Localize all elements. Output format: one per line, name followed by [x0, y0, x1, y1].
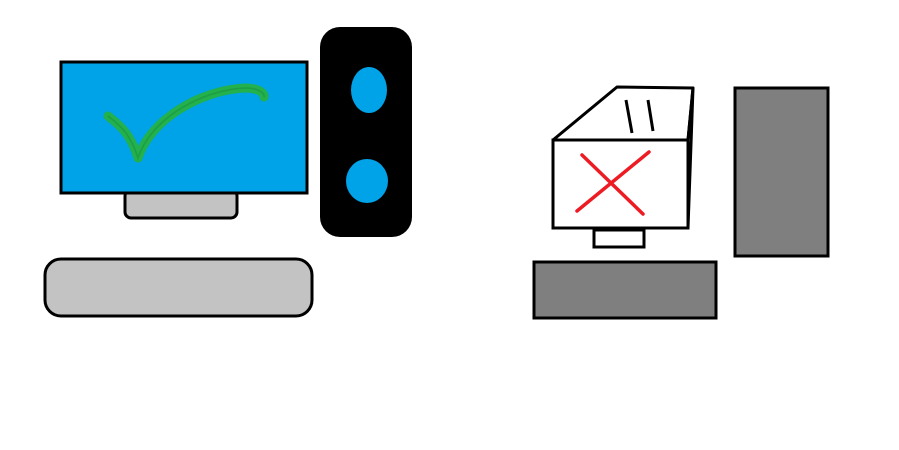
bad-computer [532, 85, 830, 320]
old-keyboard [532, 260, 718, 320]
computer-tower [320, 27, 412, 237]
keyboard [43, 257, 314, 318]
vent-line [624, 99, 634, 134]
old-computer-tower [733, 86, 830, 258]
crt-monitor-housing [551, 85, 695, 142]
good-computer [43, 27, 412, 318]
checkmark-outline-icon [107, 87, 265, 161]
vent-line [646, 99, 655, 132]
crt-monitor-screen [551, 138, 690, 230]
tower-light-top [351, 67, 387, 113]
monitor-screen [59, 60, 309, 195]
x-mark-icon [575, 150, 651, 216]
crt-monitor-foot [592, 228, 646, 249]
tower-light-bottom [346, 159, 388, 203]
